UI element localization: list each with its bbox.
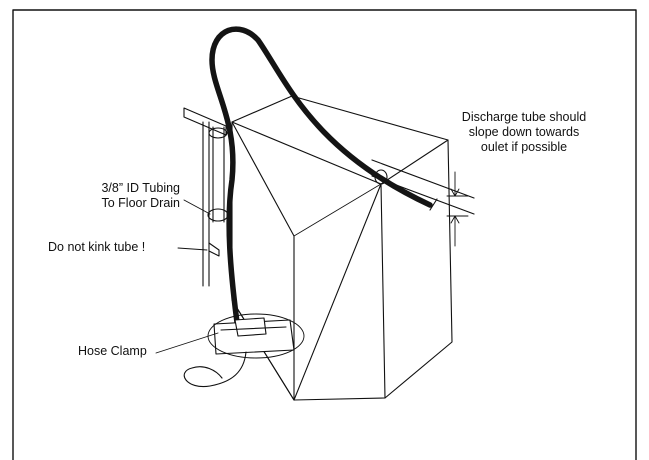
discharge-slope-label: Discharge tube should slope down towards… [436,110,612,155]
page-border [12,9,637,460]
discharge-line-1: Discharge tube should [461,110,587,124]
kink-warning-label: Do not kink tube ! [48,240,146,254]
hose-clamp-label: Hose Clamp [78,344,147,358]
slope-dimension [446,171,469,247]
power-cord [183,351,247,388]
condensate-tube [209,26,433,333]
tubing-label: 3/8” ID Tubing To Floor Drain [60,181,180,211]
furnace-cabinet [231,95,453,401]
tubing-line-1: 3/8” ID Tubing [101,181,180,195]
discharge-pipe-wall [371,159,475,215]
discharge-line-3: oulet if possible [480,140,568,154]
leader-lines [155,199,219,354]
tubing-line-2: To Floor Drain [101,196,181,210]
discharge-line-2: slope down towards [468,125,580,139]
condensate-pump [207,313,305,359]
vent-pipe [183,107,229,287]
